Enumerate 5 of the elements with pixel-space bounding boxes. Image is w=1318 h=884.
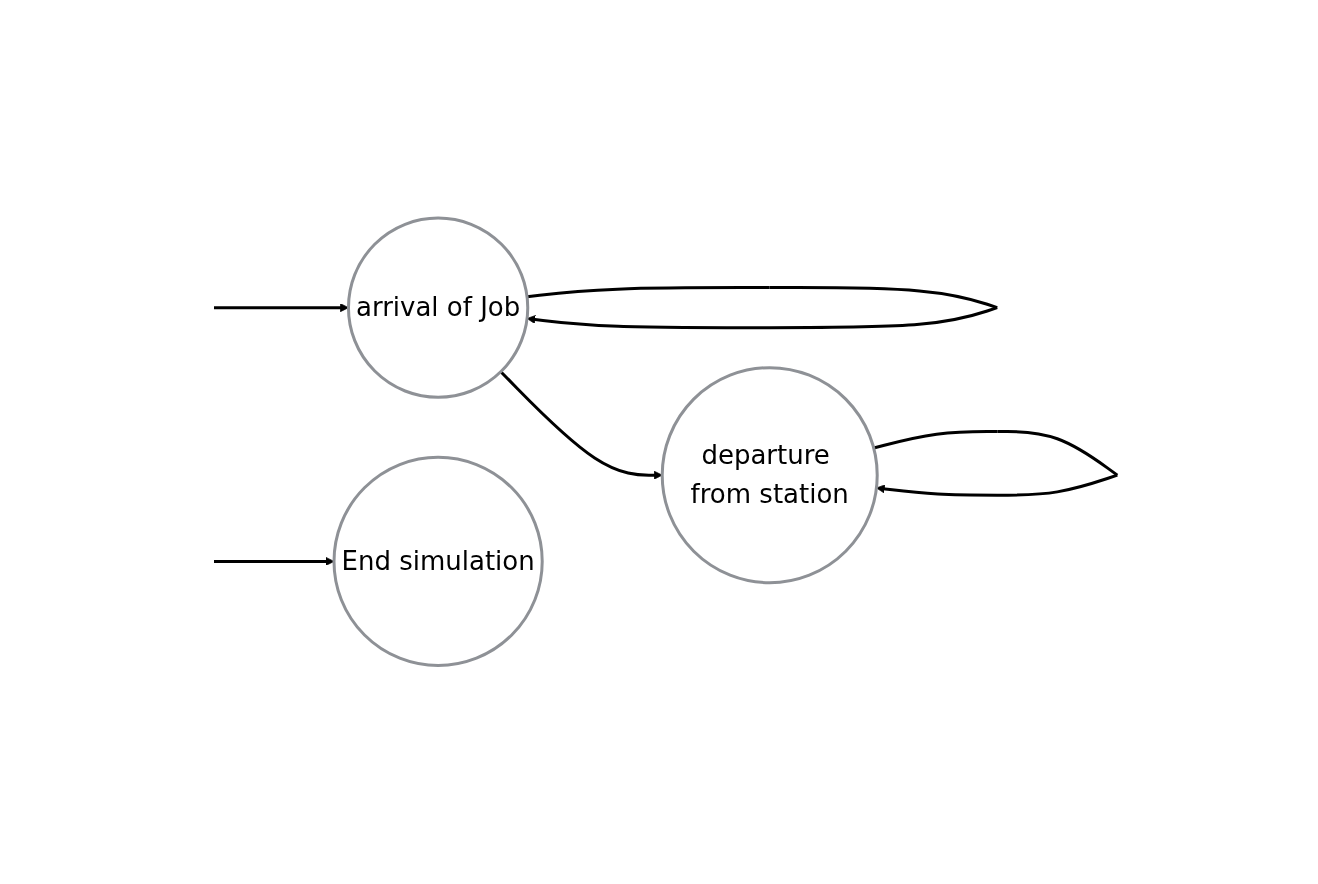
arrow [500, 370, 663, 480]
node-circle: End simulation [332, 456, 544, 668]
node-circle: departure from station [661, 366, 879, 585]
arrow [214, 557, 335, 567]
node-circle: arrival of Job [347, 216, 530, 400]
